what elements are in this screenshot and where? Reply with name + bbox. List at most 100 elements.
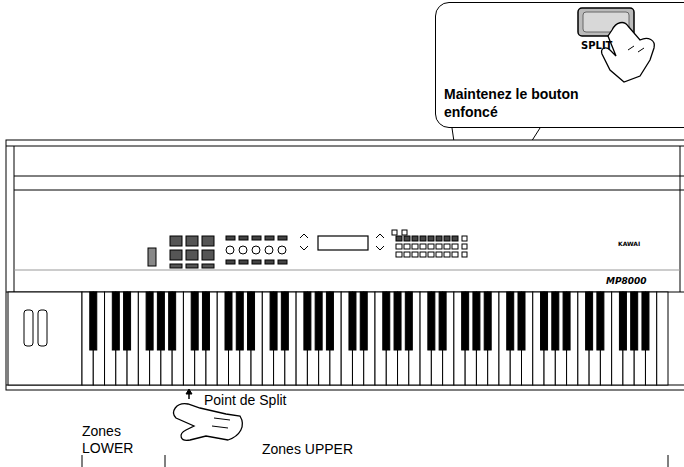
- hand-detail: [628, 46, 644, 52]
- black-key: [586, 292, 593, 350]
- arrow-buttons: [300, 234, 384, 250]
- panel-button: [412, 252, 418, 257]
- black-key: [349, 292, 356, 350]
- panel-button: [452, 252, 458, 257]
- panel-button: [444, 252, 450, 257]
- knob: [252, 246, 260, 254]
- brand-logo: KAWAI: [618, 240, 640, 247]
- panel-button: [402, 230, 407, 235]
- black-key: [270, 292, 277, 350]
- black-key: [439, 292, 446, 350]
- black-key: [236, 292, 243, 350]
- black-key: [360, 292, 367, 350]
- panel-button: [392, 230, 397, 235]
- panel-button: [428, 244, 434, 249]
- black-key: [146, 292, 153, 350]
- black-key: [473, 292, 480, 350]
- callout-box: SPLIT Maintenez le bouton enfoncé: [435, 2, 684, 128]
- panel-button: [226, 260, 235, 264]
- black-key: [157, 292, 164, 350]
- panel-button: [412, 244, 418, 249]
- panel-button: [396, 244, 402, 249]
- black-key: [281, 292, 288, 350]
- panel-button: [452, 244, 458, 249]
- panel-button: [404, 236, 410, 241]
- black-key: [518, 292, 525, 350]
- zone-ticks: [82, 455, 668, 467]
- black-key: [90, 292, 97, 350]
- panel-button: [420, 252, 426, 257]
- black-key: [112, 292, 119, 350]
- pointing-hand: [602, 23, 655, 82]
- panel-buttons: [226, 230, 467, 264]
- knob: [239, 246, 247, 254]
- black-key: [169, 292, 176, 350]
- panel-button: [420, 236, 426, 241]
- panel-button: [444, 244, 450, 249]
- control-grid: [170, 236, 214, 268]
- piano-keys: [82, 292, 668, 385]
- knob: [278, 246, 286, 254]
- callout-text: Maintenez le bouton enfoncé: [444, 85, 584, 121]
- black-key: [484, 292, 491, 350]
- split-point-label: Point de Split: [204, 392, 287, 409]
- panel-button: [396, 252, 402, 257]
- body-lines: [6, 146, 684, 385]
- black-key: [394, 292, 401, 350]
- panel-button: [239, 260, 248, 264]
- panel-button: [436, 236, 442, 241]
- black-key: [383, 292, 390, 350]
- split-point-arrowhead: [186, 389, 192, 394]
- model-name: MP8000: [606, 276, 647, 287]
- knob: [265, 246, 273, 254]
- volume-slider: [148, 248, 156, 266]
- panel-button: [239, 236, 248, 240]
- black-key: [326, 292, 333, 350]
- black-key: [315, 292, 322, 350]
- panel-button: [462, 252, 467, 257]
- panel-button: [404, 244, 410, 249]
- panel-button: [265, 260, 274, 264]
- zone-label: Zones LOWER: [82, 423, 138, 457]
- panel-button: [404, 252, 410, 257]
- black-key: [507, 292, 514, 350]
- wheel-block: [8, 292, 82, 385]
- panel-button: [278, 260, 287, 264]
- panel-button: [412, 236, 418, 241]
- panel-button: [226, 236, 235, 240]
- panel-button: [396, 236, 402, 241]
- black-key: [191, 292, 198, 350]
- panel-button: [436, 244, 442, 249]
- black-key: [552, 292, 559, 350]
- black-key: [124, 292, 131, 350]
- black-key: [428, 292, 435, 350]
- black-key: [631, 292, 638, 350]
- mod-wheel: [38, 310, 47, 346]
- black-key: [405, 292, 412, 350]
- panel-button: [444, 236, 450, 241]
- panel-button: [420, 244, 426, 249]
- zone-label: Zones UPPER: [262, 441, 353, 458]
- black-key: [541, 292, 548, 350]
- button-label: SPLIT: [581, 37, 612, 55]
- display: [318, 236, 368, 250]
- hand-detail: [212, 418, 230, 428]
- pitch-wheel: [24, 310, 33, 346]
- panel-button: [278, 236, 287, 240]
- black-key: [248, 292, 255, 350]
- panel-button: [265, 236, 274, 240]
- panel-edge: [14, 270, 680, 271]
- white-key: [657, 292, 668, 385]
- black-key: [642, 292, 649, 350]
- knob: [226, 246, 234, 254]
- panel-button: [252, 260, 261, 264]
- panel-button: [436, 252, 442, 257]
- panel-button: [462, 244, 467, 249]
- black-key: [619, 292, 626, 350]
- keyboard-body: [6, 140, 684, 390]
- black-key: [597, 292, 604, 350]
- pointing-hand: [174, 404, 243, 441]
- panel-button: [428, 252, 434, 257]
- panel-button: [428, 236, 434, 241]
